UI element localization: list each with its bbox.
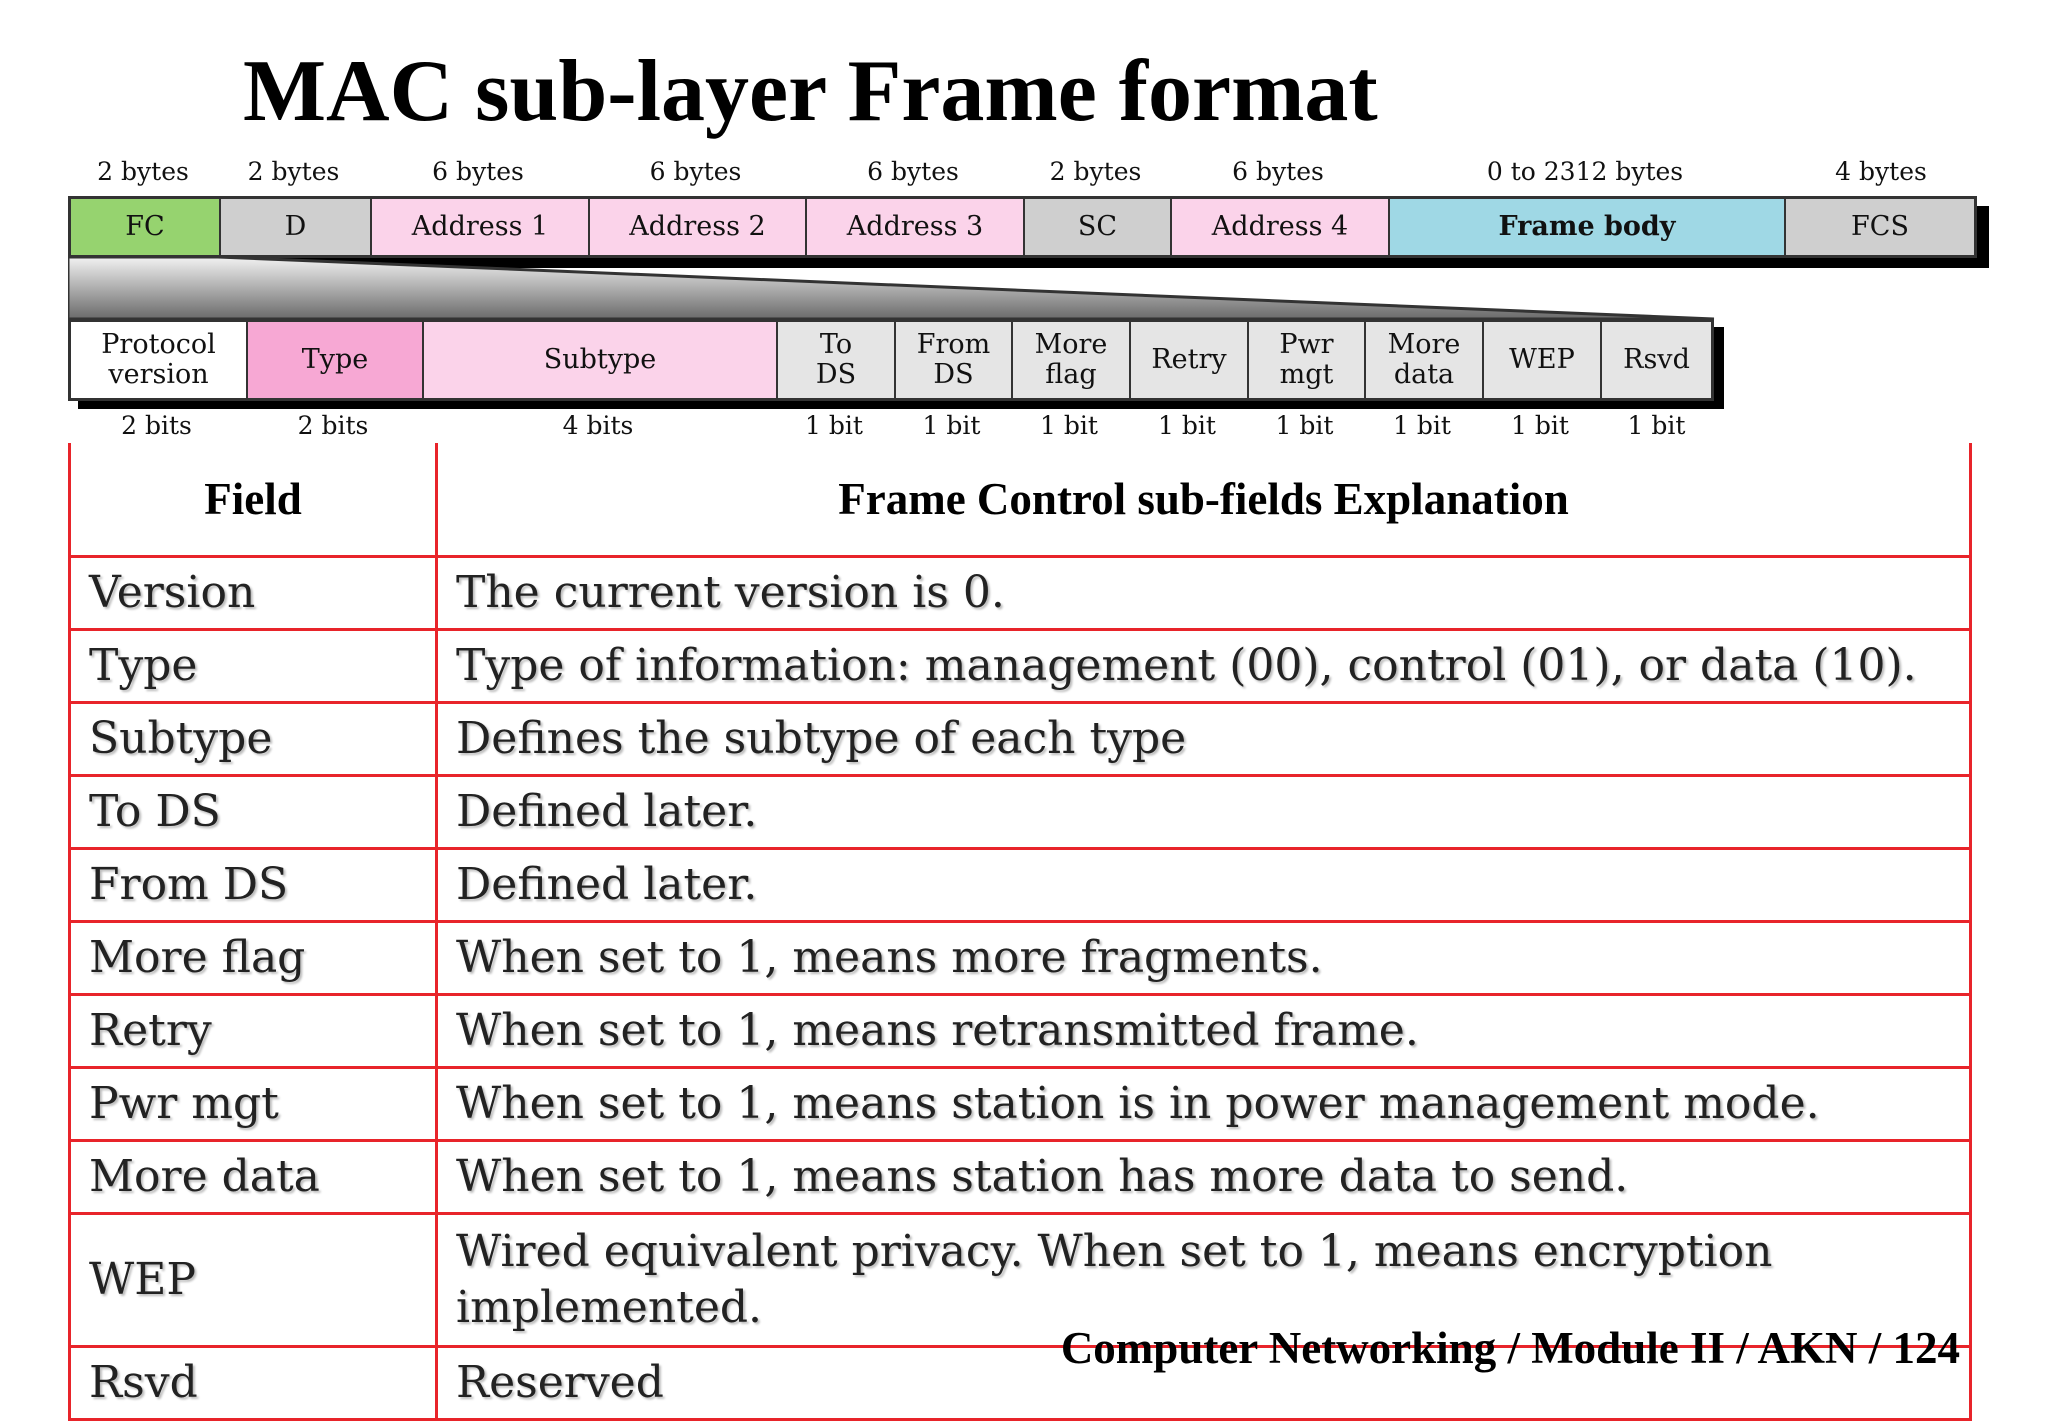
fc-field-label-line1: Retry <box>1151 344 1227 375</box>
fc-field-label-line2: version <box>108 359 209 390</box>
frame-field-d: D <box>221 199 372 255</box>
explanation-cell: Defined later. <box>435 774 1972 850</box>
bit-label-wep: 1 bit <box>1511 411 1569 440</box>
field-cell: Subtype <box>68 701 438 777</box>
explanation-cell: When set to 1, means station has more da… <box>435 1139 1972 1215</box>
fc-field-label-line1: Rsvd <box>1623 344 1690 375</box>
frame-field-sc: SC <box>1025 199 1172 255</box>
frame-field-frame-body: Frame body <box>1390 199 1786 255</box>
fc-field-type: Type <box>248 322 424 398</box>
explanation-cell: When set to 1, means more fragments. <box>435 920 1972 996</box>
explanation-cell: When set to 1, means retransmitted frame… <box>435 993 1972 1069</box>
bit-label-retry: 1 bit <box>1158 411 1216 440</box>
fc-field-label-line2: data <box>1393 359 1455 390</box>
size-label-address-1: 6 bytes <box>432 157 524 186</box>
fc-field-label-line1: Pwr <box>1279 329 1334 360</box>
size-label-address-4: 6 bytes <box>1232 157 1324 186</box>
explanation-cell: When set to 1, means station is in power… <box>435 1066 1972 1142</box>
field-cell: Version <box>68 555 438 631</box>
column-header-field: Field <box>68 443 438 558</box>
bit-label-more-data: 1 bit <box>1393 411 1451 440</box>
size-label-fc: 2 bytes <box>97 157 189 186</box>
field-cell: More flag <box>68 920 438 996</box>
fc-field-subtype: Subtype <box>424 322 778 398</box>
frame-field-address-2: Address 2 <box>590 199 807 255</box>
field-cell: From DS <box>68 847 438 923</box>
size-label-d: 2 bytes <box>247 157 340 186</box>
frame-field-address-3: Address 3 <box>807 199 1025 255</box>
fc-field-label-line2: mgt <box>1279 359 1334 390</box>
frame-field-address-4: Address 4 <box>1172 199 1390 255</box>
field-cell: Retry <box>68 993 438 1069</box>
slide-footer: Computer Networking / Module II / AKN / … <box>1060 1323 1960 1373</box>
fc-field-label-line2: DS <box>933 359 974 390</box>
explanation-cell: Defined later. <box>435 847 1972 923</box>
table-header-row: Field Frame Control sub-fields Explanati… <box>68 443 1972 558</box>
field-cell: To DS <box>68 774 438 850</box>
fc-field-wep: WEP <box>1484 322 1602 398</box>
fc-field-label-line1: Subtype <box>543 344 657 375</box>
field-cell: Pwr mgt <box>68 1066 438 1142</box>
frame-control-table: Field Frame Control sub-fields Explanati… <box>68 443 1972 1421</box>
fc-field-rsvd: Rsvd <box>1602 322 1711 398</box>
bit-label-type: 2 bits <box>297 411 369 440</box>
size-label-address-3: 6 bytes <box>867 157 959 186</box>
explanation-cell: The current version is 0. <box>435 555 1972 631</box>
column-header-explanation: Frame Control sub-fields Explanation <box>435 443 1972 558</box>
bit-label-to-ds: 1 bit <box>805 411 863 440</box>
fc-field-label-line1: To <box>819 329 853 360</box>
frame-field-fcs: FCS <box>1786 199 1974 255</box>
fc-expansion-wedge <box>68 255 1715 321</box>
explanation-cell: Type of information: management (00), co… <box>435 628 1972 704</box>
field-cell: Rsvd <box>68 1345 438 1421</box>
size-label-frame-body: 0 to 2312 bytes <box>1486 157 1684 186</box>
slide-title: MAC sub-layer Frame format <box>243 43 1378 140</box>
frame-field-address-1: Address 1 <box>372 199 590 255</box>
explanation-cell: Reserved <box>435 1345 1972 1421</box>
fc-field-label-line2: DS <box>815 359 857 390</box>
field-cell: More data <box>68 1139 438 1215</box>
fc-field-label-line1: WEP <box>1509 344 1575 375</box>
explanation-cell: Defines the subtype of each type <box>435 701 1972 777</box>
explanation-cell: Wired equivalent privacy. When set to 1,… <box>435 1212 1972 1348</box>
bit-label-rsvd: 1 bit <box>1627 411 1686 440</box>
fc-field-label-line1: Protocol <box>101 329 216 360</box>
size-label-address-2: 6 bytes <box>649 157 742 186</box>
bit-label-subtype: 4 bits <box>562 411 634 440</box>
field-cell: WEP <box>68 1212 438 1348</box>
fc-field-label-line2: flag <box>1045 359 1097 390</box>
fc-field-label-line1: Type <box>301 344 369 375</box>
mac-frame-diagram: FC D Address 1 Address 2 Address 3 SC Ad… <box>68 196 1977 258</box>
fc-field-label-line1: More <box>1387 329 1461 360</box>
fc-field-label-line1: More <box>1034 329 1108 360</box>
frame-field-fc: FC <box>71 199 221 255</box>
fc-field-retry: Retry <box>1131 322 1249 398</box>
bit-label-from-ds: 1 bit <box>922 411 981 440</box>
field-cell: Type <box>68 628 438 704</box>
size-label-sc: 2 bytes <box>1049 157 1142 186</box>
bit-label-pwr-mgt: 1 bit <box>1275 411 1334 440</box>
fc-field-label-line1: From <box>916 329 991 360</box>
bit-label-protocol-version: 2 bits <box>121 411 192 440</box>
size-label-fcs: 4 bytes <box>1835 157 1927 186</box>
bit-label-more-flag: 1 bit <box>1040 411 1098 440</box>
